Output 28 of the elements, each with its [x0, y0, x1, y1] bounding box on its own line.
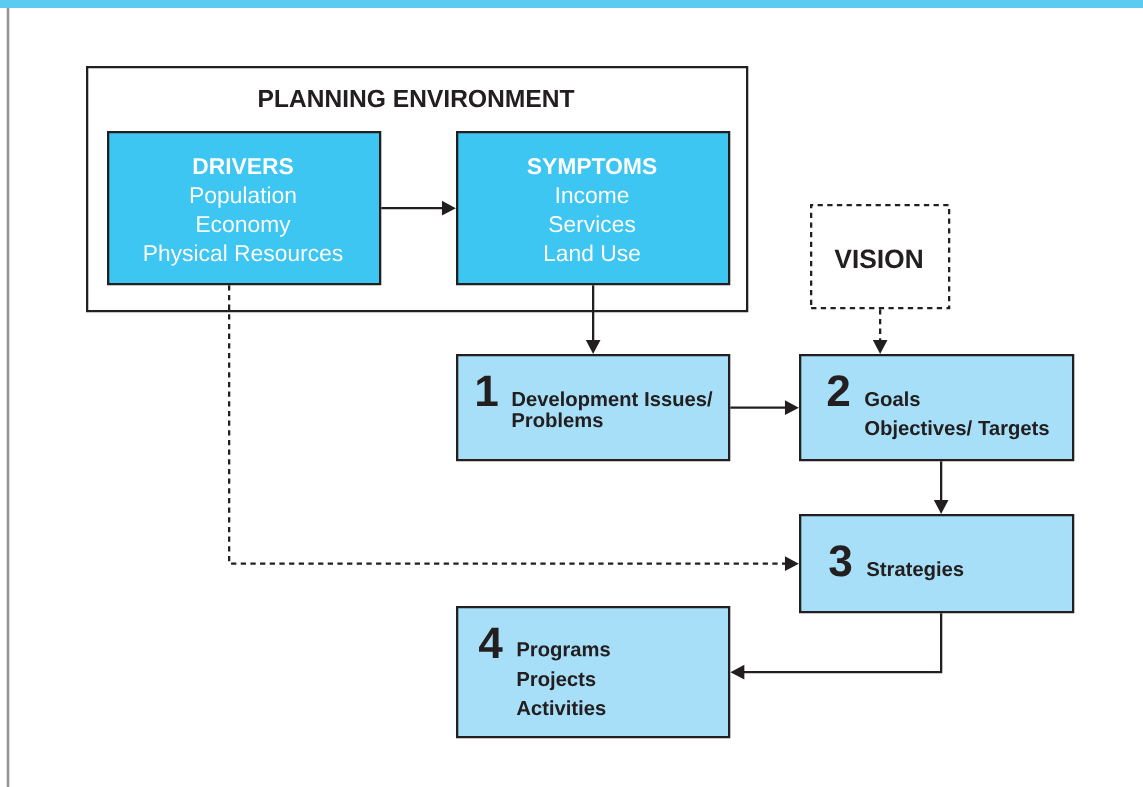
- step-number: 4: [479, 627, 503, 658]
- box-text: Physical Resources: [144, 244, 343, 266]
- box-text: Population: [190, 186, 296, 208]
- box-title: VISION: [834, 249, 922, 269]
- process-box: [107, 131, 382, 286]
- box-title: PLANNING ENVIRONMENT: [259, 89, 575, 108]
- step-number: 3: [829, 545, 852, 577]
- box-text: Development Issues/ Problems: [512, 391, 713, 428]
- dashed-box: [810, 204, 951, 310]
- step-box: [799, 514, 1075, 614]
- step-box: [456, 606, 731, 739]
- box-text: Income: [556, 187, 629, 204]
- step-number: 1: [477, 375, 498, 406]
- box-text: Land Use: [545, 244, 640, 262]
- box-text: Strategies: [866, 561, 964, 581]
- box-title: SYMPTOMS: [527, 158, 657, 175]
- step-box: [456, 354, 731, 462]
- box-text: Economy: [197, 216, 291, 237]
- box-text: Services: [549, 215, 635, 233]
- box-text: Objectives/ Targets: [865, 420, 1049, 440]
- box-text: Goals: [865, 391, 920, 407]
- step-box: [799, 354, 1075, 462]
- box-text: Programs: [517, 642, 610, 661]
- process-box: [456, 131, 731, 286]
- box-text: Activities: [516, 700, 606, 716]
- step-number: 2: [827, 375, 850, 406]
- box-text: Projects: [517, 671, 596, 691]
- box-title: DRIVERS: [193, 158, 293, 175]
